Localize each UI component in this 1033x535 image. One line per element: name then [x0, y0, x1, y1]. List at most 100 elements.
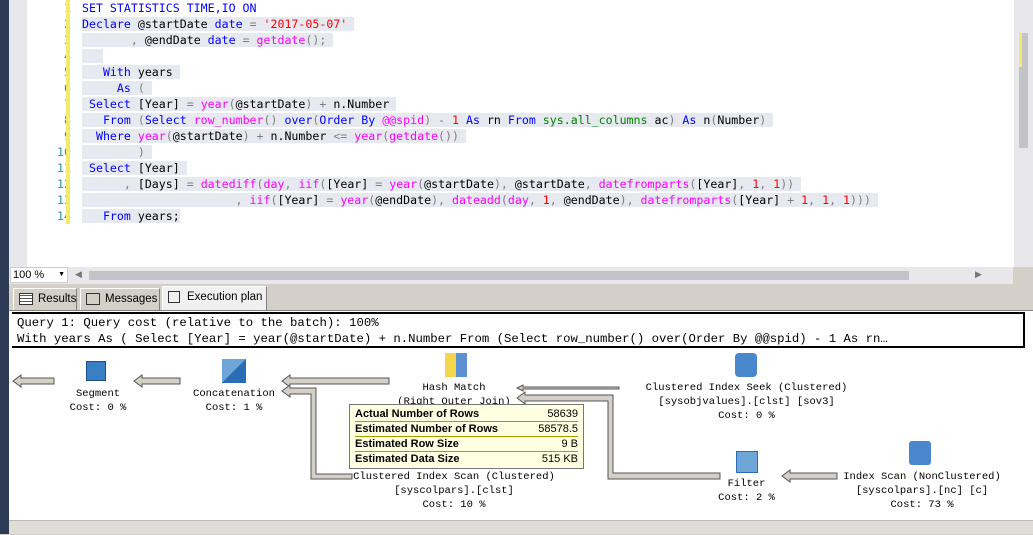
code-token: datefromparts — [640, 193, 732, 207]
code-token: ( — [417, 177, 425, 191]
code-token: From — [82, 113, 138, 127]
code-token: @startDate — [137, 17, 215, 31]
code-line[interactable]: Declare @startDate date = '2017-05-07' — [82, 16, 355, 32]
code-token: ( — [165, 129, 173, 143]
code-line[interactable]: Select [Year] = year(@startDate) + n.Num… — [82, 96, 397, 112]
segment-icon[interactable] — [86, 361, 106, 381]
node-clustered-index-scan[interactable]: Clustered Index Scan (Clustered)[syscolp… — [353, 471, 555, 511]
code-token: ( — [689, 177, 697, 191]
scroll-thumb[interactable] — [1019, 33, 1028, 148]
code-line[interactable]: ) — [82, 144, 152, 160]
zoom-select[interactable]: 100 %▼ — [10, 267, 68, 283]
grid-icon — [19, 293, 33, 305]
code-token: ( — [382, 129, 390, 143]
code-line[interactable]: , @endDate date = getdate(); — [82, 32, 334, 48]
scroll-right-icon[interactable]: ▶ — [975, 269, 982, 279]
code-token: ) + — [242, 129, 271, 143]
line-number: 8 — [29, 112, 71, 128]
code-token: year — [137, 129, 166, 143]
code-line[interactable]: Select [Year] — [82, 160, 187, 176]
code-token: As — [82, 81, 138, 95]
code-line[interactable]: , [Days] = datediff(day, iif([Year] = ye… — [82, 176, 802, 192]
line-number: 2 — [29, 16, 71, 32]
change-tracking-bar — [66, 0, 70, 224]
index-scan-icon[interactable] — [909, 441, 931, 465]
clustered-index-seek-icon[interactable] — [735, 353, 757, 377]
code-token: ( — [256, 177, 264, 191]
code-token: @startDate — [514, 177, 585, 191]
code-token: 1 — [822, 193, 830, 207]
query-editor[interactable]: 1234567891011121314 SET STATISTICS TIME,… — [9, 0, 1033, 267]
node-index-scan[interactable]: Index Scan (NonClustered)[syscolpars].[n… — [843, 471, 1001, 511]
scroll-change-marker — [1019, 33, 1022, 67]
code-line[interactable]: Where year(@startDate) + n.Number <= yea… — [82, 128, 466, 144]
scroll-left-icon[interactable]: ◀ — [75, 269, 82, 279]
code-token: getdate — [256, 33, 306, 47]
code-line-text: As ( — [82, 81, 152, 95]
code-line-text: With years — [82, 65, 180, 79]
hash-match-icon[interactable] — [445, 353, 467, 377]
code-token: , — [284, 177, 299, 191]
code-token: datefromparts — [598, 177, 690, 191]
code-token: iif — [298, 177, 320, 191]
code-line[interactable]: From years; — [82, 208, 180, 224]
code-token: sys.all_columns — [542, 113, 655, 127]
code-token: ac — [654, 113, 669, 127]
query-header: Query 1: Query cost (relative to the bat… — [12, 312, 1025, 348]
execution-plan-pane[interactable]: Query 1: Query cost (relative to the bat… — [9, 310, 1033, 534]
line-number: 4 — [29, 48, 71, 64]
code-token: ) — [82, 145, 152, 159]
code-token: getdate — [389, 129, 439, 143]
code-token: year — [389, 177, 418, 191]
messages-icon — [86, 293, 100, 305]
filter-icon[interactable] — [736, 451, 758, 473]
code-token: ( — [270, 193, 278, 207]
code-token: date — [214, 17, 250, 31]
code-line[interactable]: As ( — [82, 80, 152, 96]
code-token: = — [186, 177, 201, 191]
code-token: ) — [759, 113, 774, 127]
code-line[interactable]: , iif([Year] = year(@endDate), dateadd(d… — [82, 192, 878, 208]
code-line[interactable]: From (Select row_number() over(Order By … — [82, 112, 774, 128]
code-token: [Year] — [738, 193, 788, 207]
code-token: Number — [717, 113, 760, 127]
code-line-text — [82, 49, 103, 63]
code-token: , — [528, 193, 543, 207]
arrow — [281, 384, 353, 480]
line-number: 13 — [57, 193, 71, 207]
code-token: , — [82, 177, 138, 191]
code-token: [Year] — [137, 161, 187, 175]
code-token: Declare — [82, 17, 138, 31]
code-token: Select — [82, 161, 138, 175]
code-token: 1 — [452, 113, 466, 127]
code-token: @startDate — [235, 97, 306, 111]
code-token: ), — [493, 177, 515, 191]
line-number: 3 — [29, 32, 71, 48]
arrow — [516, 391, 721, 480]
code-token: ( — [368, 193, 376, 207]
code-token: ( — [710, 113, 718, 127]
code-token: Select — [144, 113, 194, 127]
code-token: (); — [305, 33, 327, 47]
tab-results[interactable]: Results — [13, 288, 77, 310]
code-token: year — [200, 97, 229, 111]
code-line[interactable]: SET STATISTICS TIME,IO ON — [82, 0, 257, 16]
horizontal-scroll-thumb[interactable] — [89, 271, 909, 280]
code-token: () — [263, 113, 285, 127]
node-clustered-index-seek[interactable]: Clustered Index Seek (Clustered)[sysobjv… — [645, 382, 848, 422]
tab-execution-plan[interactable]: Execution plan — [162, 286, 267, 311]
tab-messages[interactable]: Messages — [80, 288, 160, 310]
code-line-text: Select [Year] = year(@startDate) + n.Num… — [82, 97, 397, 111]
plan-horizontal-scrollbar[interactable] — [9, 520, 1033, 534]
vertical-scrollbar[interactable] — [1014, 0, 1033, 267]
concatenation-icon[interactable] — [222, 359, 246, 383]
code-token: , — [549, 193, 564, 207]
code-line[interactable] — [82, 48, 103, 64]
code-line[interactable]: With years — [82, 64, 180, 80]
code-token: ( — [312, 113, 320, 127]
tab-label: Messages — [105, 293, 158, 305]
